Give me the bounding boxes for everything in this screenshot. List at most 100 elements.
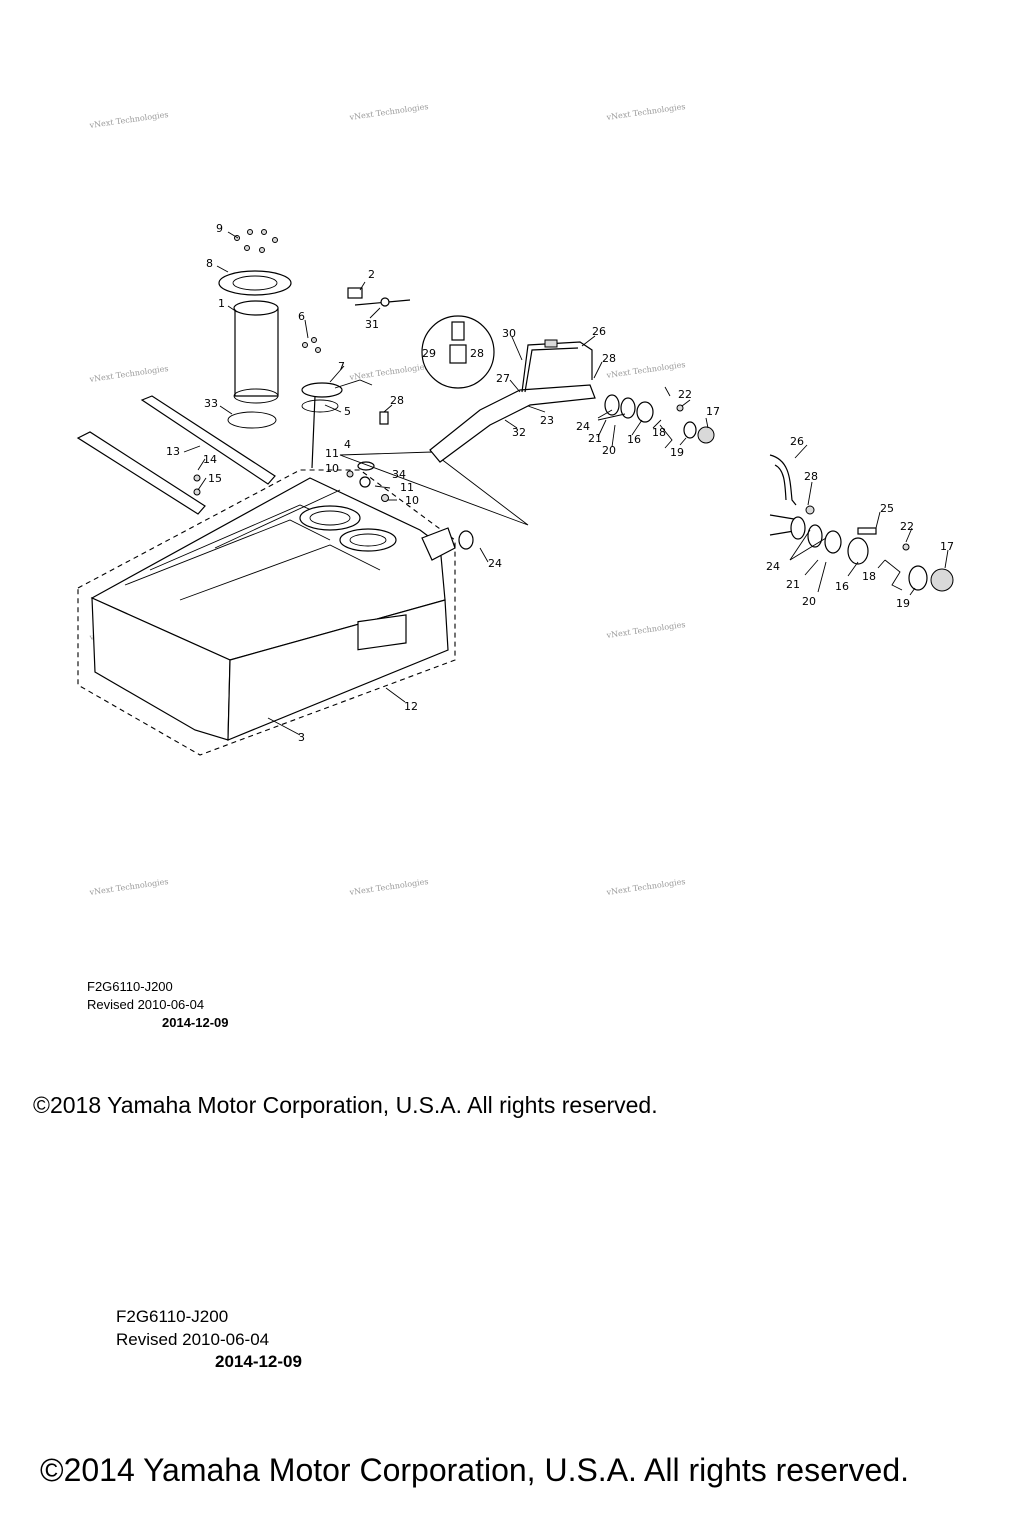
detail-callout-25: 25 (880, 502, 894, 515)
revised-date-large: Revised 2010-06-04 (116, 1330, 270, 1349)
leader-lines (183, 231, 949, 736)
callout-26: 26 (592, 325, 606, 338)
washer-34 (359, 476, 371, 488)
tank-rib (214, 489, 341, 549)
pump-top (233, 300, 279, 316)
detail-cap-17 (930, 568, 954, 592)
callout-13: 13 (166, 445, 180, 458)
callout-4: 4 (344, 438, 351, 451)
detail-gasket-19 (908, 565, 928, 591)
callout-23: 23 (540, 414, 554, 427)
tank-rib (124, 519, 331, 586)
watermark: vNext Technologies (605, 360, 686, 380)
clamp-24b (620, 397, 636, 419)
detail-callout-16: 16 (835, 580, 849, 593)
callout-15: 15 (208, 472, 222, 485)
sender-port (339, 528, 397, 552)
detail-callout-24: 24 (766, 560, 780, 573)
screw (311, 337, 317, 343)
breather-hose-30b (524, 347, 579, 393)
tank-front (91, 597, 231, 741)
detail-clamp (824, 530, 842, 554)
watermark: vNext Technologies (88, 877, 169, 897)
watermark: vNext Technologies (348, 102, 429, 122)
valve-29 (451, 321, 465, 341)
watermark: vNext Technologies (348, 877, 429, 897)
part-code-small: F2G6110-J200 (87, 979, 173, 994)
label-plate (357, 614, 407, 651)
callout-24: 24 (488, 557, 502, 570)
callout-19: 19 (670, 446, 684, 459)
strap (76, 431, 206, 515)
revision-date-small: 2014-12-09 (162, 1015, 229, 1030)
watermark: vNext Technologies (348, 362, 429, 382)
nut-10b (381, 494, 389, 502)
detail-callout-28: 28 (804, 470, 818, 483)
pump-port (299, 505, 361, 531)
fitting-16 (636, 401, 654, 423)
detail-clamp (790, 516, 806, 540)
pump-ring-inner (232, 275, 278, 291)
tank-straps (76, 395, 276, 515)
detail-clamp (807, 524, 823, 548)
callout-18: 18 (652, 426, 666, 439)
callout-27: 27 (496, 372, 510, 385)
sender-gasket (301, 399, 339, 413)
bolt (193, 474, 201, 482)
callout-11: 11 (400, 481, 414, 494)
callout-7: 7 (338, 360, 345, 373)
gasket-19 (683, 421, 697, 439)
cap-17 (697, 426, 715, 444)
watermark: vNext Technologies (88, 110, 169, 130)
callout-17: 17 (706, 405, 720, 418)
filler-assembly (339, 315, 715, 550)
screw (244, 245, 250, 251)
fuel-pump (234, 307, 279, 397)
callout-10: 10 (325, 462, 339, 475)
breather-hose-30 (521, 341, 593, 393)
sender-plate (301, 382, 343, 398)
callout-11: 11 (325, 447, 339, 460)
detail-hose-26 (769, 454, 797, 506)
screw (302, 342, 308, 348)
fuel-pump-assembly (218, 229, 292, 429)
screw (315, 347, 321, 353)
callout-6: 6 (298, 310, 305, 323)
sender-rod (311, 395, 316, 469)
bolt-22 (676, 404, 684, 412)
screw (261, 229, 267, 235)
detail-fitting-28 (805, 505, 815, 515)
valve-29b (449, 344, 467, 364)
pump-gasket (227, 411, 277, 429)
callout-24: 24 (576, 420, 590, 433)
callout-30: 30 (502, 327, 516, 340)
copyright-small: ©2018 Yamaha Motor Corporation, U.S.A. A… (33, 1092, 658, 1118)
detail-callout-26: 26 (790, 435, 804, 448)
callout-29: 29 (422, 347, 436, 360)
callout-28: 28 (470, 347, 484, 360)
screw (247, 229, 253, 235)
clamp-24 (604, 394, 620, 416)
tank-rib (179, 544, 381, 601)
bolt (193, 488, 201, 496)
detail-callout-21: 21 (786, 578, 800, 591)
detail-tether-18 (884, 559, 903, 591)
detail-hose-26b (774, 464, 787, 501)
nut-10 (346, 470, 354, 478)
filler-hose-23 (429, 384, 596, 463)
callout-3: 3 (298, 731, 305, 744)
callout-34: 34 (392, 468, 406, 481)
detail-bolt-25 (857, 527, 877, 535)
callout-28: 28 (602, 352, 616, 365)
tank-dashed-outline (77, 469, 456, 756)
watermark: vNext Technologies (88, 364, 169, 384)
grommet (380, 297, 390, 307)
hose-marker (544, 339, 558, 348)
callout-8: 8 (206, 257, 213, 270)
callout-1: 1 (218, 297, 225, 310)
callout-21: 21 (588, 432, 602, 445)
callout-12: 12 (404, 700, 418, 713)
screw (259, 247, 265, 253)
sender-unit (301, 337, 373, 469)
